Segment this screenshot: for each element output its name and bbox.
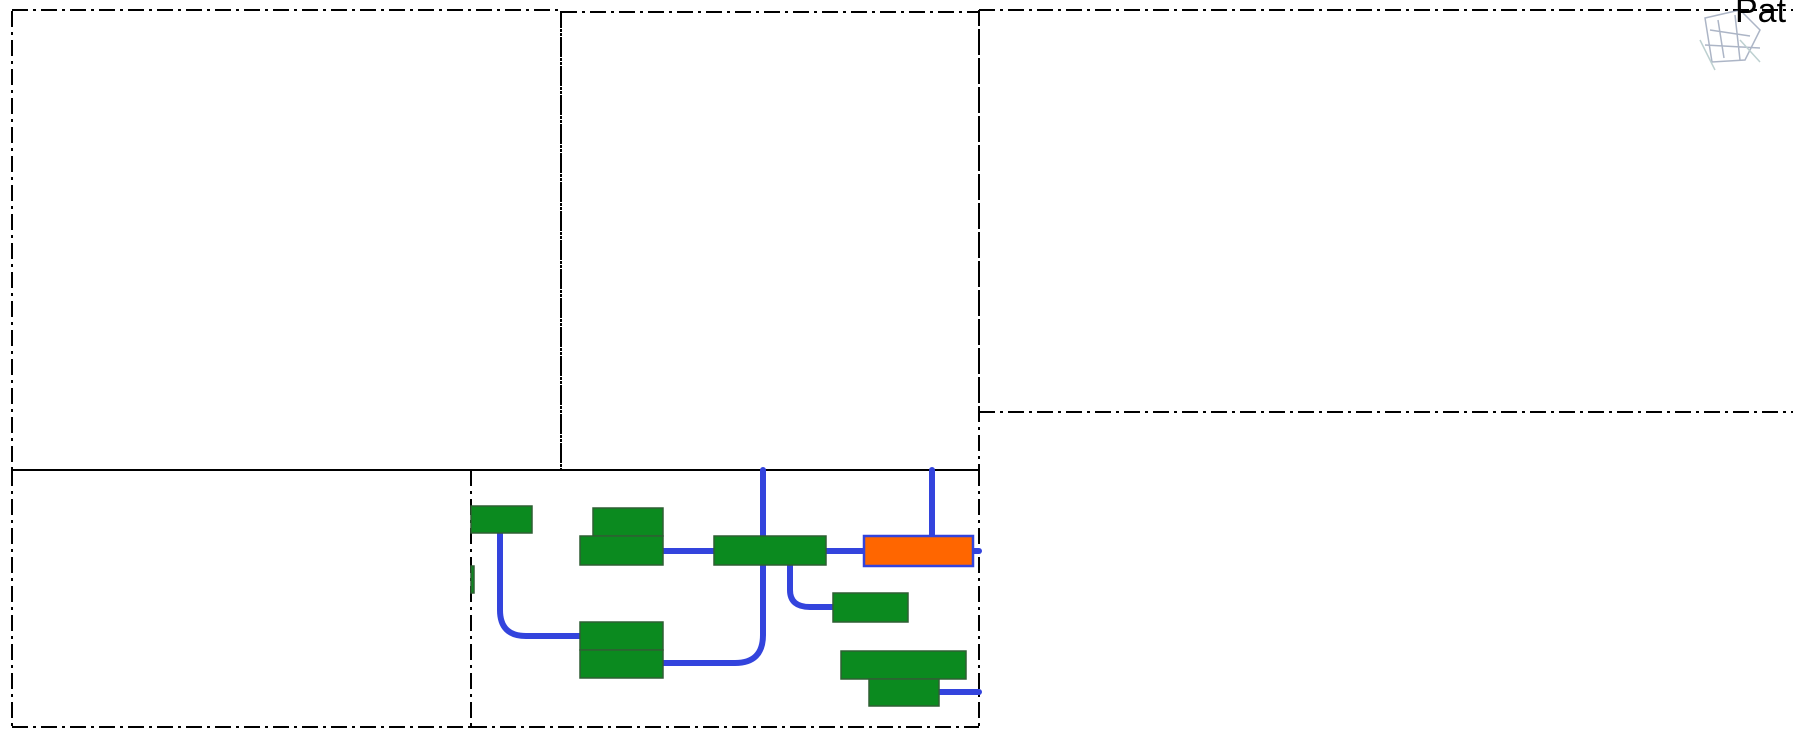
node-9[interactable]: [841, 651, 966, 679]
node-5[interactable]: [864, 536, 973, 566]
node-6[interactable]: [833, 593, 908, 622]
node-7[interactable]: [580, 622, 663, 650]
panel-borders: [12, 10, 1793, 731]
connector-curve-middle: [662, 552, 763, 663]
node-1[interactable]: [471, 506, 532, 533]
header-title-fragment: Pat: [1735, 0, 1787, 30]
panel-bottom-left: [12, 470, 471, 731]
connector-curve-left: [500, 530, 580, 636]
node-10[interactable]: [869, 679, 939, 706]
node-2[interactable]: [593, 508, 663, 536]
panel-top-middle: [561, 12, 979, 470]
connector-curve-right: [790, 565, 833, 607]
panel-top-right: [979, 10, 1793, 412]
node-8[interactable]: [580, 650, 663, 678]
panel-top-left: [12, 10, 561, 470]
nodes: [471, 506, 973, 706]
node-3[interactable]: [580, 536, 663, 565]
node-4[interactable]: [714, 536, 826, 565]
node-11[interactable]: [471, 566, 474, 593]
